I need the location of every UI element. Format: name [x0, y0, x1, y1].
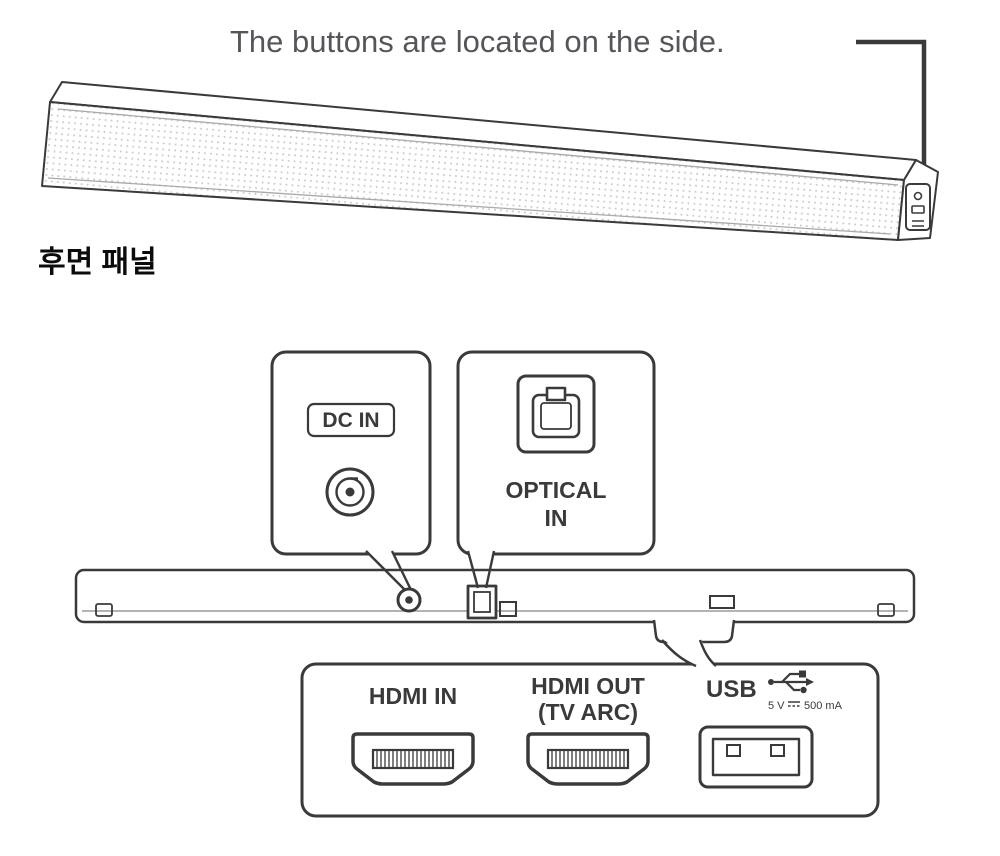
- optical-label-line1: OPTICAL: [506, 477, 607, 503]
- usb-trident-square: [799, 670, 806, 678]
- optical-port-inner: [540, 402, 572, 430]
- usb-port-inner: [711, 737, 801, 777]
- optical-tail-lines: [466, 550, 496, 589]
- dc-in-label: DC IN: [322, 409, 379, 432]
- volume-buttons-icon: [912, 220, 924, 227]
- dc-jack-icon: [325, 467, 375, 517]
- ports-callout-content: HDMI IN HDMI OUT (TV ARC) USB 5 V 500 mA: [351, 670, 843, 789]
- usb-trident-down-branch: [785, 681, 800, 692]
- usb-spec-current: 500 mA: [804, 700, 843, 712]
- right-foot-slot: [877, 603, 895, 617]
- usb-port-icon: [698, 725, 814, 789]
- dc-in-callout-box: [270, 350, 432, 556]
- optical-port: [466, 584, 498, 620]
- usb-trident-arrow: [806, 678, 814, 686]
- usb-port-contact-left: [726, 744, 741, 757]
- ports-callout-tail: [661, 638, 717, 668]
- grille-bottom-seam: [47, 177, 891, 235]
- left-foot-slot: [95, 603, 113, 617]
- optical-in-callout: OPTICAL IN: [456, 350, 656, 556]
- optical-callout-tail: [466, 549, 496, 589]
- usb-port-contact-right: [770, 744, 785, 757]
- ports-tail-lines: [661, 639, 717, 668]
- side-button-panel: [905, 183, 931, 231]
- dc-jack-port: [396, 587, 422, 613]
- usb-trident-root: [768, 679, 774, 685]
- dc-jack-outer-ring: [325, 467, 375, 517]
- dc-callout-tail: [365, 549, 413, 591]
- optical-port-tab: [545, 386, 567, 402]
- hdmi-in-port-icon: [351, 732, 475, 786]
- function-button-icon: [911, 205, 925, 214]
- hdmi-out-port-icon: [526, 732, 650, 786]
- grille-top-seam: [57, 108, 899, 186]
- dc-tail-gap: [366, 549, 399, 566]
- caption-pointer-line: [856, 39, 927, 184]
- section-title: 후면 패널: [38, 246, 157, 279]
- dc-tail-lines: [365, 550, 413, 591]
- hdmi-in-label: HDMI IN: [369, 683, 457, 709]
- dc-symbol-icon: [788, 701, 800, 707]
- usb-trident-up-branch: [781, 672, 799, 683]
- bay-inner-port: [709, 595, 735, 609]
- optical-connector-icon: [516, 374, 596, 454]
- usb-label: USB: [706, 676, 757, 703]
- dc-in-label-frame: [306, 402, 396, 438]
- hdmi-out-label-line1: HDMI OUT: [531, 673, 645, 699]
- bay-gap: [654, 618, 734, 642]
- caption-text: The buttons are located on the side.: [230, 24, 725, 59]
- usb-trident-icon: [768, 670, 814, 694]
- usb-spec-voltage: 5 V: [768, 700, 785, 712]
- dc-in-callout: DC IN: [270, 350, 432, 556]
- optical-label-line2: IN: [545, 505, 568, 531]
- dc-jack-port-pin: [405, 596, 413, 604]
- usb-trident-circle: [800, 686, 807, 694]
- rear-panel-bar: [74, 568, 916, 624]
- optical-tail-gap: [468, 549, 494, 566]
- button-panel-plate: [905, 183, 931, 231]
- hdmi-out-label-line2: (TV ARC): [538, 699, 638, 725]
- soundbar-illustration: [41, 81, 939, 241]
- optical-port-hole: [473, 591, 491, 613]
- service-port: [499, 601, 517, 617]
- power-button-icon: [913, 191, 923, 201]
- dc-jack-pin: [345, 487, 355, 497]
